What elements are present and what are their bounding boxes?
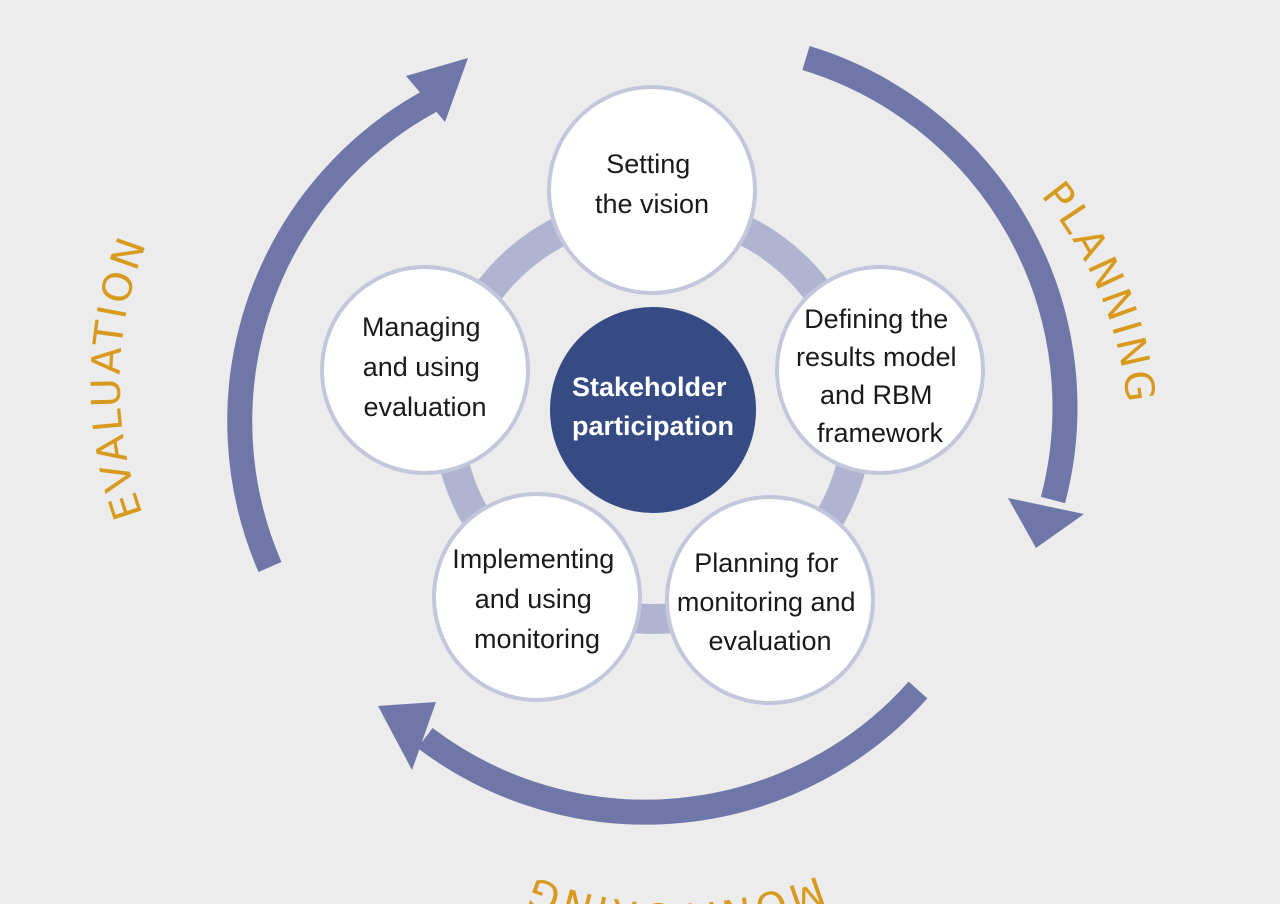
monitoring-arrow: [378, 681, 928, 825]
svg-text:Planning for monitoring: Planning for monitoring and evaluation: [677, 548, 863, 656]
svg-text:Defining the results mod: Defining the results model and RBM frame…: [796, 304, 964, 448]
step-defining-results-model: Defining the results model and RBM frame…: [775, 265, 985, 475]
center-stakeholder-participation: Stakeholder participation: [550, 307, 756, 513]
planning-arrow: [802, 46, 1084, 548]
svg-text:Setting the vision: Setting the vision: [595, 149, 709, 219]
step-managing-evaluation: Managing and using evaluation: [320, 265, 530, 475]
svg-text:Stakeholder participatio: Stakeholder participation: [572, 372, 734, 441]
step-implementing-monitoring: Implementing and using monitoring: [432, 492, 642, 702]
step-setting-vision: Setting the vision: [547, 85, 757, 295]
evaluation-arrow: [227, 58, 468, 572]
svg-text:Managing and using: Managing and using evaluation: [362, 312, 488, 422]
svg-text:Implementing and using: Implementing and using monitoring: [452, 544, 622, 654]
step-planning-monitoring-evaluation: Planning for monitoring and evaluation: [665, 495, 875, 705]
phase-label-monitoring: MONITORING: [519, 867, 830, 904]
phase-label-evaluation: EVALUATION: [83, 229, 156, 525]
